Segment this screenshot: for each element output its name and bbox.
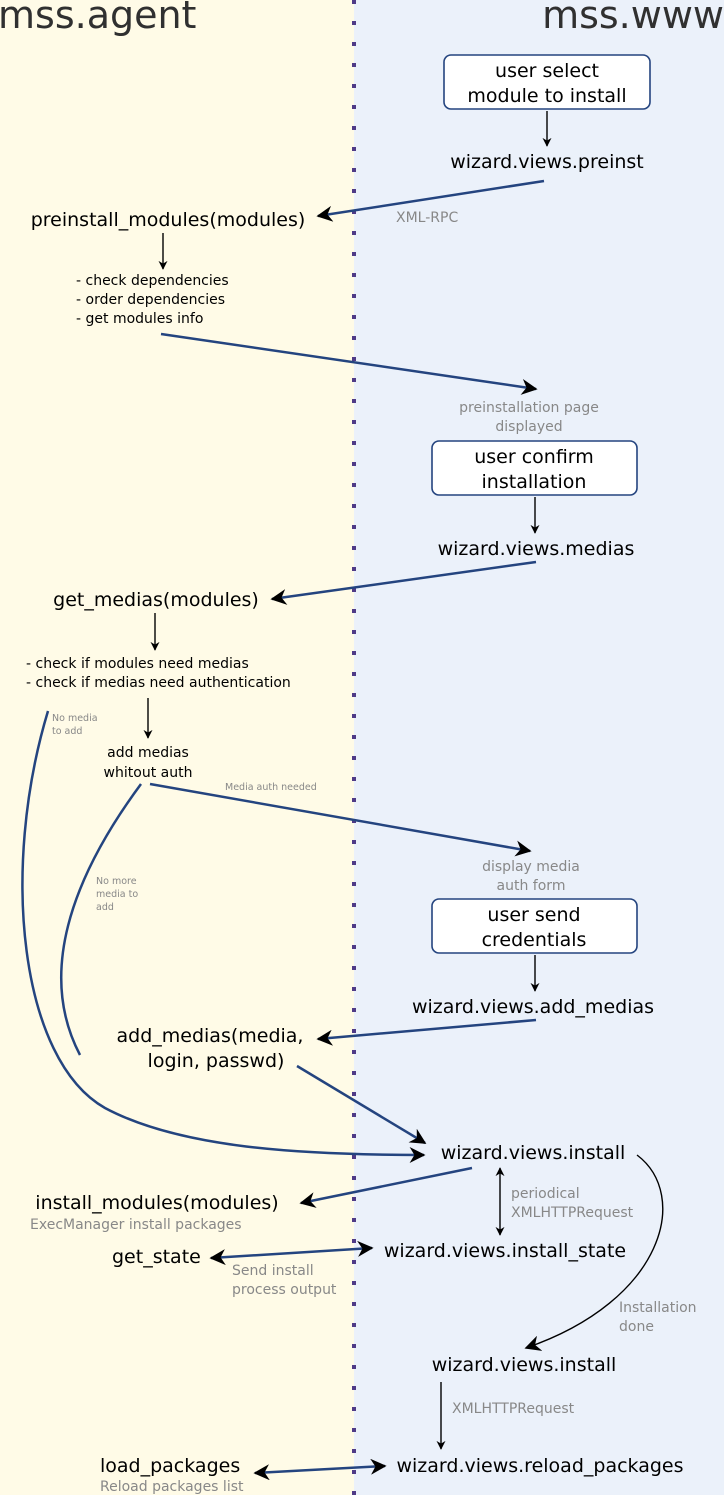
flow-no-media-curve <box>21 710 426 1163</box>
node-add-medias: add_medias(media,login, passwd) <box>117 1025 304 1072</box>
medias-notes: - check if modules need medias- check if… <box>26 656 291 691</box>
agent-lane-title: mss.agent <box>0 0 196 37</box>
flow-preinst-to-preinstall <box>316 179 545 222</box>
node-get-medias: get_medias(modules) <box>53 589 259 611</box>
node-preinstall-modules: preinstall_modules(modules) <box>31 209 306 231</box>
flow-load-packages-exchange <box>253 1458 387 1481</box>
www-lane-title: mss.www <box>542 0 724 37</box>
node-load-packages: load_packages <box>100 1455 240 1477</box>
node-install-modules: install_modules(modules) <box>35 1192 278 1214</box>
flow-addmedias-to-install <box>296 1064 427 1145</box>
preinstall-notes: - check dependencies- order dependencies… <box>76 273 229 327</box>
node-views-install: wizard.views.install <box>441 1142 626 1164</box>
label-media-auth-needed: Media auth needed <box>225 782 317 793</box>
flow-medias-to-getmedias <box>270 560 537 605</box>
user-select-box <box>443 54 651 110</box>
label-xmlhttp: XMLHTTPRequest <box>452 1401 575 1417</box>
www-lane-background <box>354 0 724 1495</box>
flow-install-to-install-modules <box>299 1166 473 1208</box>
node-views-install-2: wizard.views.install <box>432 1354 617 1376</box>
node-views-add-medias: wizard.views.add_medias <box>412 996 654 1018</box>
user-send-box <box>431 898 638 954</box>
node-views-install-state: wizard.views.install_state <box>384 1240 626 1262</box>
flow-noauth-to-form <box>149 782 532 857</box>
install-modules-sub: ExecManager install packages <box>30 1217 242 1233</box>
flow-no-more-media-curve <box>60 783 143 1056</box>
flow-info-to-preinst-page <box>160 332 538 395</box>
flow-get-state-exchange <box>209 1240 374 1266</box>
load-packages-sub: Reload packages list <box>100 1479 244 1495</box>
node-preinst: wizard.views.preinst <box>450 151 644 173</box>
arrow-install-done <box>524 1154 664 1351</box>
node-get-state: get_state <box>112 1246 201 1268</box>
label-xmlrpc: XML-RPC <box>396 210 458 226</box>
node-views-reload-packages: wizard.views.reload_packages <box>396 1455 683 1477</box>
flow-addmedias-view-to-agent <box>316 1018 537 1046</box>
node-views-medias: wizard.views.medias <box>438 538 635 560</box>
user-confirm-box <box>431 440 638 496</box>
